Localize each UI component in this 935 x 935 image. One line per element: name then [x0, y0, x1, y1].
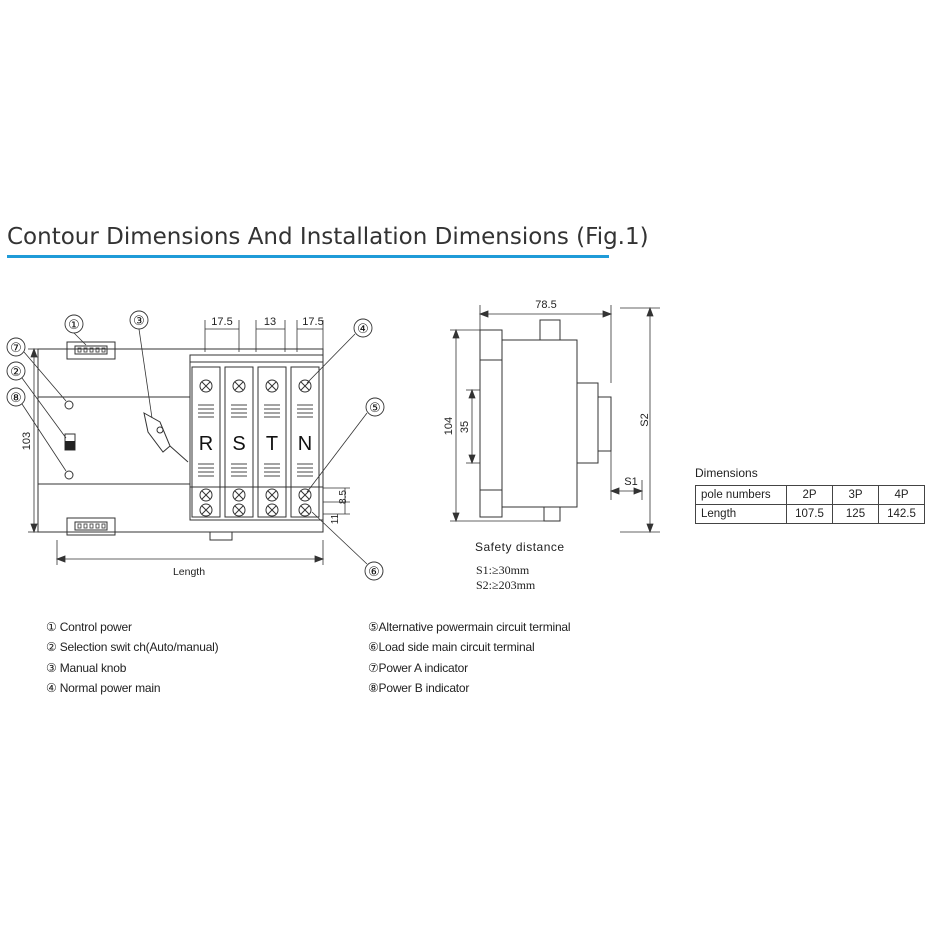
side-din-base	[479, 329, 503, 518]
pole-letter-r: R	[199, 433, 213, 455]
din-clip	[209, 531, 233, 541]
pole-length-table: pole numbers 2P 3P 4P Length 107.5 125 1…	[695, 485, 925, 524]
power-a-indicator	[64, 400, 74, 410]
legend-item: ④ Normal power main	[46, 680, 161, 695]
legend-item: ⑥Load side main circuit terminal	[368, 640, 535, 655]
dim-103: 103	[21, 432, 33, 450]
dim-11: 11	[330, 513, 341, 524]
page-title: Contour Dimensions And Installation Dime…	[7, 224, 649, 250]
safety-distance-values: S1:≥30mm S2:≥203mm	[476, 563, 535, 593]
callout-8: ⑧	[10, 391, 22, 406]
side-top-clip	[539, 319, 561, 341]
callout-2: ②	[10, 365, 22, 380]
callout-7: ⑦	[10, 341, 22, 356]
legend-left: ① Control power ② Selection swit ch(Auto…	[46, 620, 219, 701]
legend-item: ① Control power	[46, 620, 132, 634]
table-cell: Length	[695, 504, 787, 524]
legend-item: ⑤Alternative powermain circuit terminal	[368, 620, 571, 634]
dim-104: 104	[443, 417, 455, 435]
dimensions-caption: Dimensions	[695, 466, 758, 480]
bottom-connector	[66, 517, 116, 536]
control-power-connector	[66, 341, 116, 360]
top-terminal-screws	[199, 379, 312, 393]
table-header-row: pole numbers 2P 3P 4P	[695, 485, 925, 505]
pole-letter-t: T	[266, 433, 278, 455]
callout-5: ⑤	[369, 401, 381, 416]
pole-letter-n: N	[298, 433, 312, 455]
dim-35: 35	[459, 421, 471, 433]
legend-item: ⑦Power A indicator	[368, 660, 468, 675]
table-row: Length 107.5 125 142.5	[695, 504, 925, 524]
dim-S1: S1	[624, 476, 637, 488]
dim-78-5: 78.5	[535, 299, 556, 311]
callout-6: ⑥	[368, 565, 380, 580]
side-handle-face	[597, 396, 612, 452]
safety-distance-title: Safety distance	[475, 540, 565, 554]
callout-4: ④	[357, 322, 369, 337]
legend-item: ③ Manual knob	[46, 660, 127, 675]
table-header-cell: pole numbers	[695, 485, 787, 505]
table-cell: 125	[832, 504, 879, 524]
length-label: Length	[173, 566, 205, 578]
title-underline	[7, 255, 609, 258]
bottom-terminal-screws	[199, 488, 312, 517]
legend-item: ② Selection swit ch(Auto/manual)	[46, 640, 219, 655]
side-bottom-clip	[543, 506, 561, 522]
vent-slots-top	[198, 404, 313, 418]
dim-17-5-right: 17.5	[302, 316, 323, 328]
table-cell: 142.5	[878, 504, 925, 524]
safety-s2: S2:≥203mm	[476, 578, 536, 592]
pole-block	[189, 354, 324, 521]
power-b-indicator	[64, 470, 74, 480]
dim-17-5-left: 17.5	[211, 316, 232, 328]
safety-s1: S1:≥30mm	[476, 563, 530, 577]
manual-knob	[143, 412, 171, 453]
front-body-outline	[37, 348, 324, 533]
dim-S2: S2	[639, 413, 651, 426]
side-body	[501, 339, 578, 508]
side-handle-boss	[576, 382, 599, 464]
table-header-cell: 4P	[878, 485, 925, 505]
dim-13: 13	[264, 316, 276, 328]
pole-letter-s: S	[232, 433, 245, 455]
front-top-dimensions	[204, 320, 324, 352]
vent-slots-bottom	[198, 463, 313, 477]
callout-1: ①	[68, 318, 80, 333]
pole-columns	[191, 366, 320, 518]
dim-8-5: 8.5	[338, 490, 349, 504]
legend-right: ⑤Alternative powermain circuit terminal …	[368, 620, 571, 701]
callout-leaders	[21, 328, 368, 565]
table-header-cell: 3P	[832, 485, 879, 505]
dimensions-table: Dimensions pole numbers 2P 3P 4P Length …	[695, 466, 925, 524]
table-cell: 107.5	[786, 504, 833, 524]
table-header-cell: 2P	[786, 485, 833, 505]
side-view: 78.5 104 35 S2	[443, 299, 660, 534]
callout-circles	[6, 310, 385, 581]
legend-item: ⑧Power B indicator	[368, 680, 470, 695]
front-view: R S T N 17.5 13 17.5 103	[6, 310, 385, 581]
callout-3: ③	[133, 314, 145, 329]
